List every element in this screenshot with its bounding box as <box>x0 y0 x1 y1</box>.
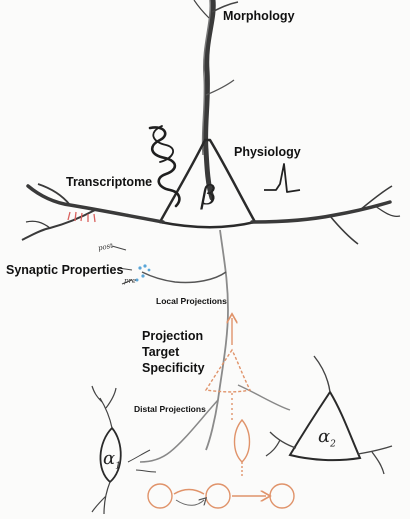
target-cell-right-dendrite-up <box>314 356 330 392</box>
alpha-right-char: α <box>318 426 330 447</box>
local-projection <box>142 272 226 283</box>
basal-dendrite-left <box>28 186 163 222</box>
label-synaptic-properties: Synaptic Properties <box>6 264 123 277</box>
target-cell-left-dendrite-down <box>92 482 110 514</box>
alpha-right-glyph: α2 <box>318 428 336 450</box>
alpha-left-glyph: α1 <box>103 450 121 472</box>
apical-branch <box>206 80 234 95</box>
pre-label: pre <box>124 278 136 285</box>
apical-dendrite <box>206 0 214 198</box>
target-cell-left-dendrite-up <box>92 386 116 428</box>
basal-twig-right <box>375 206 400 216</box>
gray-arrow <box>176 500 204 505</box>
label-target: Target <box>142 346 179 359</box>
axon <box>206 230 228 450</box>
soma-beta-glyph: β <box>201 183 216 209</box>
alpha-left-char: α <box>103 448 115 469</box>
label-projection: Projection <box>142 330 203 343</box>
action-potential-trace <box>264 164 300 192</box>
target-cell-right-dendrite-right <box>358 446 392 474</box>
distal-projection-right <box>238 385 290 410</box>
label-transcriptome: Transcriptome <box>66 176 152 189</box>
basal-branch-right-low <box>330 216 358 244</box>
apical-tuft-left <box>194 0 209 18</box>
label-local-projections: Local Projections <box>156 297 227 306</box>
alpha-right-sub: 2 <box>330 440 336 450</box>
label-physiology: Physiology <box>234 146 301 159</box>
label-distal-projections: Distal Projections <box>134 405 206 414</box>
alpha-left-sub: 1 <box>115 462 121 472</box>
basal-branch-left-low <box>22 210 95 240</box>
label-morphology: Morphology <box>223 10 295 23</box>
label-specificity: Specificity <box>142 362 205 375</box>
basal-dendrite-right <box>252 202 390 222</box>
basal-twig-left <box>26 221 50 228</box>
